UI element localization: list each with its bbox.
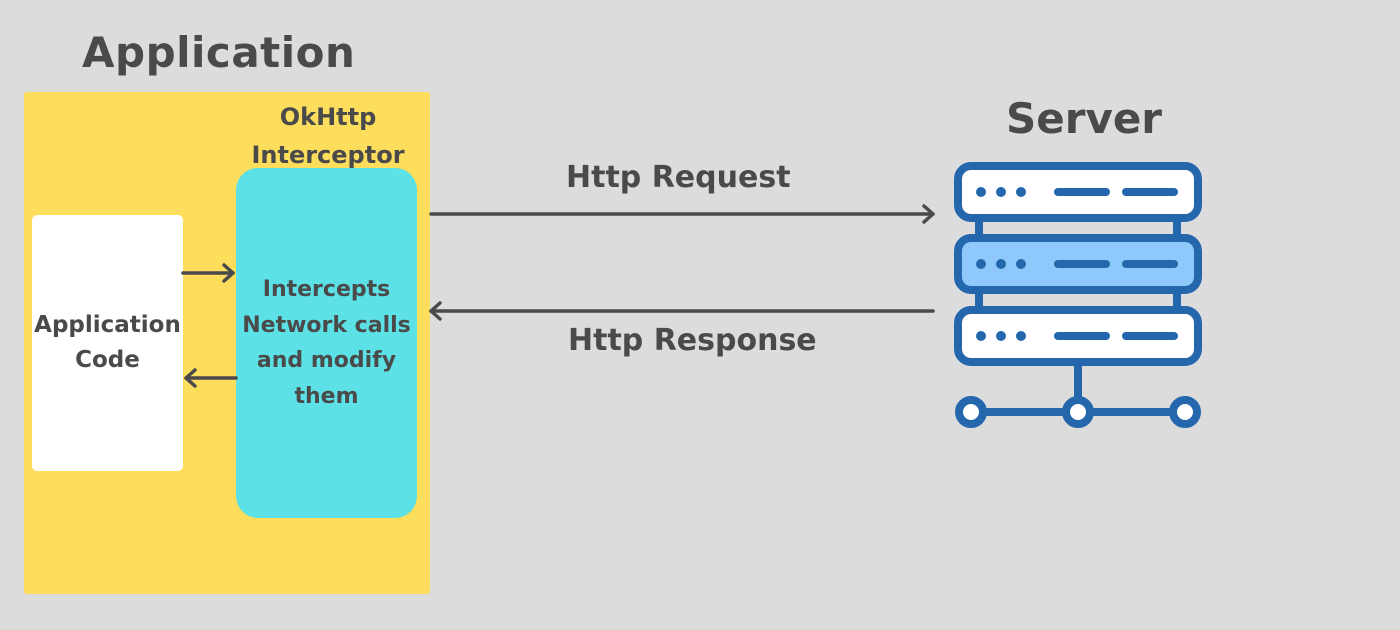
server-title: Server [1006,94,1163,143]
http-response-label: Http Response [568,323,817,358]
http-request-label: Http Request [566,160,791,195]
interceptor-to-code-arrow [184,368,238,388]
application-code-box: Application Code [32,215,183,471]
http-request-arrow [429,204,935,224]
application-title: Application [82,28,356,77]
interceptor-box: Intercepts Network calls and modify them [236,168,417,518]
server-rack-icon [954,162,1202,428]
interceptor-label: OkHttp Interceptor [251,103,405,169]
code-to-interceptor-arrow [181,263,235,283]
interceptor-description: Intercepts Network calls and modify them [242,277,411,409]
http-response-arrow [429,301,935,321]
application-code-label: Application Code [34,312,181,373]
